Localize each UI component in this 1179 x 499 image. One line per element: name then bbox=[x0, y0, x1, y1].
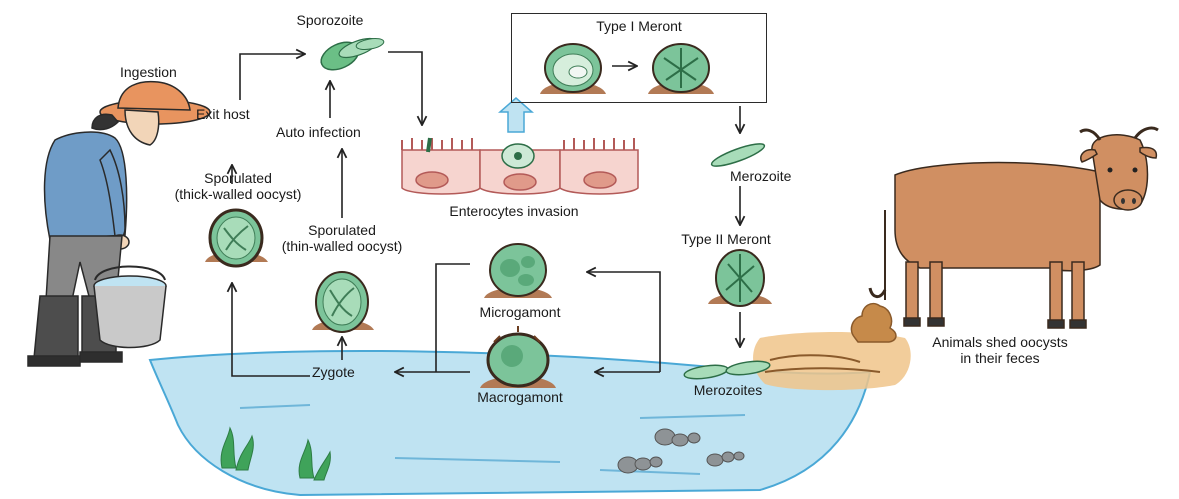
enterocytes-icon bbox=[402, 138, 638, 194]
thin-walled-oocyst-icon bbox=[312, 272, 374, 332]
label-exit-host: Exit host bbox=[196, 106, 250, 123]
label-merozoites: Merozoites bbox=[694, 382, 762, 399]
label-type-i-meront: Type I Meront bbox=[596, 18, 682, 35]
merozoite-icon bbox=[710, 140, 767, 170]
label-animals-shed-oocysts: Animals shed oocysts bbox=[932, 334, 1067, 351]
label-thin-walled-oocyst: (thin-walled oocyst) bbox=[282, 238, 403, 255]
water-bucket-icon bbox=[94, 267, 166, 348]
label-sporulated-thick: Sporulated bbox=[204, 170, 272, 187]
label-thick-walled-oocyst: (thick-walled oocyst) bbox=[175, 186, 302, 203]
label-in-their-feces: in their feces bbox=[960, 350, 1039, 367]
label-sporozoite: Sporozoite bbox=[297, 12, 364, 29]
cow-icon bbox=[870, 128, 1158, 328]
label-sporulated-thin: Sporulated bbox=[308, 222, 376, 239]
label-ingestion: Ingestion bbox=[120, 64, 177, 81]
feces-pile-icon bbox=[851, 304, 895, 342]
thick-walled-oocyst-icon bbox=[205, 210, 268, 266]
label-macrogamont: Macrogamont bbox=[477, 389, 563, 406]
invasion-arrow-icon bbox=[500, 98, 532, 132]
label-microgamont: Microgamont bbox=[480, 304, 561, 321]
microgamont-icon bbox=[484, 244, 552, 298]
label-enterocytes-invasion: Enterocytes invasion bbox=[449, 203, 578, 220]
type-ii-meront-icon bbox=[708, 250, 772, 306]
label-merozoite: Merozoite bbox=[730, 168, 791, 185]
label-auto-infection: Auto infection bbox=[276, 124, 361, 141]
label-zygote: Zygote bbox=[312, 364, 355, 381]
sporozoite-icon bbox=[317, 35, 385, 76]
label-type-ii-meront: Type II Meront bbox=[681, 231, 770, 248]
